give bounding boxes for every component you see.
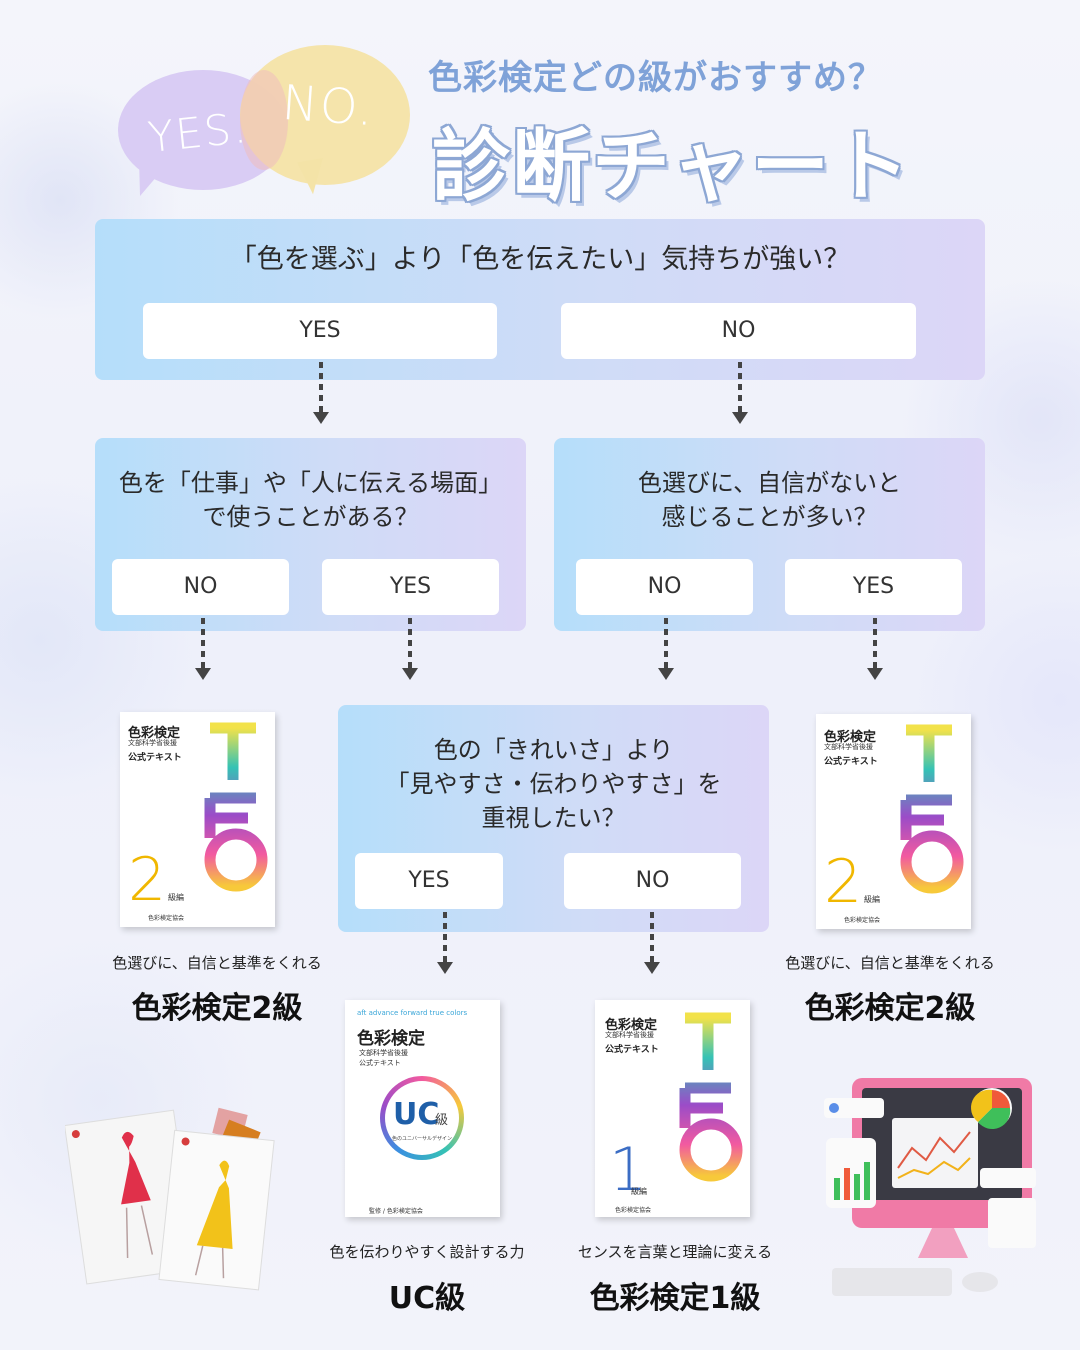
- arrow-q3-no: [644, 912, 660, 974]
- book-grade-label: 級編: [864, 895, 880, 904]
- q2-right-no-button[interactable]: NO: [576, 559, 753, 615]
- book-publisher: 色彩検定協会: [844, 917, 881, 924]
- q1-yes-button[interactable]: YES: [143, 303, 497, 359]
- book-title: 色彩検定: [357, 1029, 425, 1049]
- book-publisher: 監修 / 色彩検定協会: [369, 1208, 423, 1215]
- result-uc-description: 色を伝わりやすく設計する力: [329, 1243, 525, 1261]
- grade1-textbook: 色彩検定 文部科学省後援 公式テキスト 1 級編 色彩検定協会: [595, 1000, 750, 1217]
- question-2-right-box: 色選びに、自信がないと 感じることが多い？ NO YES: [554, 438, 985, 631]
- aft-logo-icon: [900, 724, 964, 894]
- question-1-text: 「色を選ぶ」より「色を伝えたい」気持ちが強い？: [229, 244, 851, 275]
- computer-chart-illustration: [824, 1078, 1036, 1296]
- result-uc-name: UC級: [388, 1281, 466, 1316]
- book-subtitle: 公式テキスト: [605, 1045, 659, 1055]
- result-right-name: 色彩検定2級: [804, 991, 976, 1026]
- book-grade-label: 級編: [631, 1187, 647, 1196]
- book-subtitle: 公式テキスト: [359, 1059, 401, 1067]
- q2-left-yes-button[interactable]: YES: [322, 559, 499, 615]
- arrow-q2-right-no: [658, 618, 674, 680]
- page-title: 診断チャート: [432, 122, 912, 212]
- arrow-q2-left-no: [195, 618, 211, 680]
- book-publisher: 色彩検定協会: [148, 915, 185, 922]
- result-left-name: 色彩検定2級: [131, 991, 303, 1026]
- result-grade1-name: 色彩検定1級: [589, 1281, 761, 1316]
- bubble-no-label: NO.: [280, 74, 377, 138]
- aft-logo-icon: [679, 1012, 743, 1182]
- uc-badge-ring: UC 級 色のユニバーサルデザイン: [380, 1076, 464, 1160]
- book-grade-number: 2: [128, 845, 167, 915]
- grade2-textbook-left: 色彩検定 文部科学省後援 公式テキスト 2 級編 色彩検定協会: [120, 712, 275, 927]
- result-left-description: 色選びに、自信と基準をくれる: [112, 954, 322, 972]
- question-2-left-text: 色を「仕事」や「人に伝える場面」 で使うことがある？: [118, 469, 503, 531]
- book-subtitle: 公式テキスト: [824, 757, 878, 767]
- book-grade-number: 2: [824, 847, 863, 917]
- uc-badge-sub: 色のユニバーサルデザイン: [392, 1136, 452, 1142]
- question-2-right-text: 色選びに、自信がないと 感じることが多い？: [637, 469, 902, 531]
- question-3-box: 色の「きれいさ」より 「見やすさ・伝わりやすさ」を 重視したい？ YES NO: [338, 705, 769, 932]
- q2-left-no-button[interactable]: NO: [112, 559, 289, 615]
- q3-no-button[interactable]: NO: [564, 853, 741, 909]
- no-bubble-tail: [297, 158, 329, 196]
- book-brand: aft advance forward true colors: [357, 1009, 468, 1017]
- question-2-left-box: 色を「仕事」や「人に伝える場面」 で使うことがある？ NO YES: [95, 438, 526, 631]
- arrow-q2-right-yes: [867, 618, 883, 680]
- q3-yes-button[interactable]: YES: [355, 853, 503, 909]
- result-right-description: 色選びに、自信と基準をくれる: [785, 954, 995, 972]
- book-publisher: 色彩検定協会: [615, 1207, 652, 1214]
- bubble-yes-label: YES.: [145, 102, 251, 163]
- aft-logo-icon: [204, 722, 268, 892]
- uc-badge-kyu: 級: [435, 1113, 449, 1128]
- q1-no-button[interactable]: NO: [561, 303, 916, 359]
- bubble-overlap: [240, 70, 288, 170]
- book-sponsor: 文部科学省後援: [359, 1049, 408, 1057]
- book-grade-number: 1: [609, 1135, 648, 1205]
- fashion-sketch-illustration: [65, 1107, 275, 1291]
- arrow-q3-yes: [437, 912, 453, 974]
- question-1-box: 「色を選ぶ」より「色を伝えたい」気持ちが強い？ YES NO: [95, 219, 985, 380]
- q2-right-yes-button[interactable]: YES: [785, 559, 962, 615]
- uc-textbook: aft advance forward true colors 色彩検定 文部科…: [345, 1000, 500, 1217]
- book-title: 色彩検定: [824, 730, 877, 745]
- book-sponsor: 文部科学省後援: [605, 1031, 654, 1039]
- book-sponsor: 文部科学省後援: [824, 743, 873, 751]
- result-grade1-description: センスを言葉と理論に変える: [577, 1243, 773, 1261]
- arrow-q2-left-yes: [402, 618, 418, 680]
- question-3-text: 色の「きれいさ」より 「見やすさ・伝わりやすさ」を 重視したい？: [385, 736, 722, 832]
- uc-badge-text: UC: [393, 1097, 440, 1132]
- page-subtitle: 色彩検定どの級がおすすめ？: [428, 58, 883, 98]
- book-grade-label: 級編: [168, 893, 184, 902]
- book-sponsor: 文部科学省後援: [128, 739, 177, 747]
- book-subtitle: 公式テキスト: [128, 753, 182, 763]
- book-title: 色彩検定: [128, 726, 181, 741]
- arrow-q1-yes: [313, 362, 329, 424]
- arrow-q1-no: [732, 362, 748, 424]
- book-title: 色彩検定: [605, 1018, 658, 1033]
- grade2-textbook-right: 色彩検定 文部科学省後援 公式テキスト 2 級編 色彩検定協会: [816, 714, 971, 929]
